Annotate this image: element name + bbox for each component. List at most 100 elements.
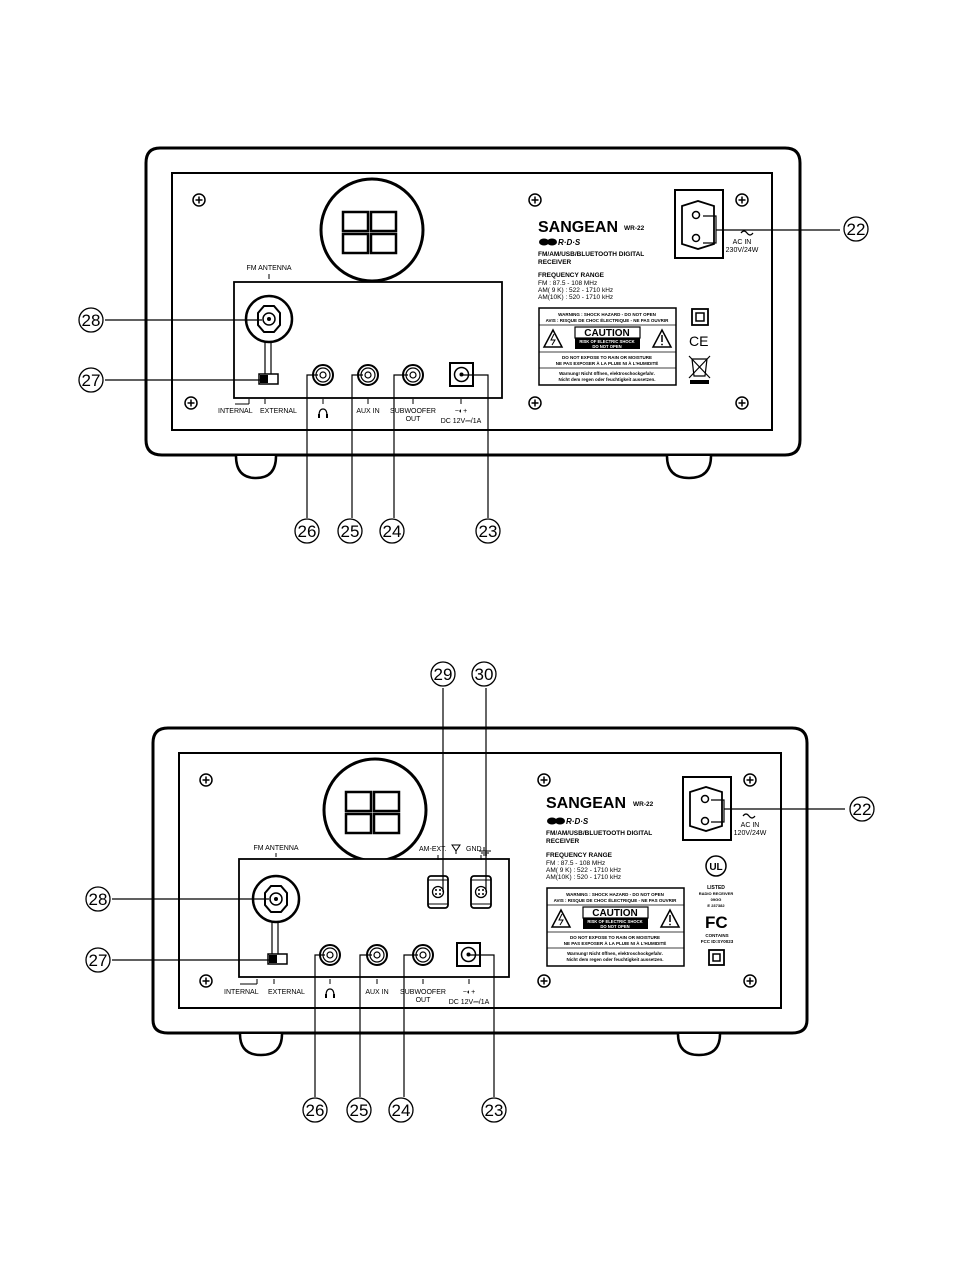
svg-text:CAUTION: CAUTION — [584, 328, 630, 339]
am-ext-label: AM-EXT. — [419, 846, 447, 853]
dc-rating-label: DC 12V⎓/1A — [449, 999, 490, 1006]
svg-text:WARNING : SHOCK HAZARD - DO NO: WARNING : SHOCK HAZARD - DO NOT OPEN — [558, 312, 656, 317]
svg-text:30: 30 — [475, 665, 494, 684]
fm-antenna-connector[interactable] — [244, 294, 294, 344]
diagram-bottom: FM ANTENNA INTERNAL EXTERNAL AM-EXT. GND — [85, 661, 875, 1123]
screw-icon — [199, 974, 213, 988]
lightning-warning-icon — [542, 328, 564, 348]
rds-logo: R·D·S — [547, 817, 589, 826]
freq-fm: FM : 87.5 - 108 MHz — [546, 860, 605, 867]
svg-text:28: 28 — [89, 890, 108, 909]
ac-inlet[interactable] — [674, 189, 724, 259]
internal-external-switch[interactable] — [267, 953, 288, 965]
warning-label: WARNING : SHOCK HAZARD - DO NOT OPEN AVI… — [538, 307, 677, 386]
dc-rating-label: DC 12V⎓/1A — [441, 418, 482, 425]
foot-right — [665, 455, 713, 480]
brand-logo: SANGEAN — [538, 219, 618, 236]
callout-27: 27 — [78, 367, 104, 393]
svg-text:AVIS : RISQUE DE CHOC ÉLECTRIQ: AVIS : RISQUE DE CHOC ÉLECTRIQUE - NE PA… — [554, 896, 678, 903]
screw-icon — [735, 396, 749, 410]
svg-text:25: 25 — [350, 1101, 369, 1120]
freq-am10: AM(10K) : 520 - 1710 kHz — [546, 874, 621, 881]
ac-in-label: AC IN — [733, 239, 752, 246]
lightning-warning-icon — [550, 908, 572, 928]
svg-text:LISTED: LISTED — [707, 885, 725, 891]
screw-icon — [537, 974, 551, 988]
callout-22: 22 — [843, 216, 869, 242]
leader-lines — [112, 688, 845, 1097]
svg-text:24: 24 — [383, 522, 402, 541]
foot-left — [238, 1033, 284, 1057]
bass-port — [319, 177, 425, 283]
svg-text:Warnung! Nicht öffnen, elektro: Warnung! Nicht öffnen, elektroschockgefa… — [559, 371, 655, 376]
svg-text:R·D·S: R·D·S — [566, 817, 589, 826]
freq-am9: AM( 9 K) : 522 - 1710 kHz — [546, 867, 621, 874]
svg-text:22: 22 — [847, 220, 866, 239]
aux-in-label: AUX IN — [365, 989, 388, 996]
svg-text:23: 23 — [485, 1101, 504, 1120]
screw-icon — [735, 193, 749, 207]
svg-text:CAUTION: CAUTION — [592, 908, 638, 919]
screw-icon — [528, 193, 542, 207]
subwoofer-out-label: OUT — [416, 997, 432, 1004]
dc-polarity-icon: −◐+ — [463, 989, 475, 996]
callout-29: 29 — [430, 661, 456, 687]
frequency-range-title: FREQUENCY RANGE — [538, 272, 605, 279]
switch-label-external: EXTERNAL — [268, 989, 305, 996]
svg-text:R·D·S: R·D·S — [558, 238, 581, 247]
svg-text:27: 27 — [82, 371, 101, 390]
callout-25: 25 — [337, 518, 363, 544]
foot-left — [234, 455, 278, 480]
screw-icon — [743, 773, 757, 787]
product-line-1: FM/AM/USB/BLUETOOTH DIGITAL — [538, 251, 644, 258]
svg-text:DO NOT OPEN: DO NOT OPEN — [592, 344, 621, 349]
fcc-contains: CONTAINS — [705, 933, 728, 938]
svg-text:RISK OF ELECTRIC SHOCK: RISK OF ELECTRIC SHOCK — [587, 919, 642, 924]
product-line-2: RECEIVER — [538, 259, 572, 266]
svg-text:RADIO RECEIVER: RADIO RECEIVER — [699, 891, 734, 896]
double-insulation-icon — [691, 308, 709, 326]
callout-30: 30 — [471, 661, 497, 687]
rds-logo: R·D·S — [539, 238, 581, 247]
product-line-1: FM/AM/USB/BLUETOOTH DIGITAL — [546, 830, 652, 837]
diagram-top: FM ANTENNA INTERNAL EXTERNAL — [78, 146, 869, 544]
fm-antenna-connector[interactable] — [251, 874, 301, 924]
screw-icon — [528, 396, 542, 410]
subwoofer-label: SUBWOOFER — [390, 408, 436, 415]
svg-text:29: 29 — [434, 665, 453, 684]
bass-port — [322, 757, 428, 863]
brand-logo: SANGEAN — [546, 795, 626, 812]
switch-label-internal: INTERNAL — [224, 989, 259, 996]
leader-lines — [105, 215, 840, 518]
am-ext-terminal[interactable] — [427, 875, 449, 909]
svg-text:27: 27 — [89, 951, 108, 970]
svg-text:26: 26 — [298, 522, 317, 541]
callout-26: 26 — [294, 518, 320, 544]
ground-icon — [479, 847, 491, 856]
fcc-logo: FC — [705, 913, 728, 932]
callout-23: 23 — [481, 1097, 507, 1123]
svg-text:26: 26 — [306, 1101, 325, 1120]
antenna-icon — [451, 844, 461, 854]
svg-text:25: 25 — [341, 522, 360, 541]
switch-label-internal: INTERNAL — [218, 408, 253, 415]
svg-text:E 237382: E 237382 — [707, 903, 725, 908]
svg-text:28: 28 — [82, 311, 101, 330]
weee-bin-icon — [688, 355, 711, 384]
subwoofer-out-label: OUT — [406, 416, 422, 423]
dc-in-jack[interactable] — [456, 942, 481, 967]
model-label: WR-22 — [624, 225, 645, 232]
dc-polarity-icon: −◐+ — [455, 408, 467, 415]
frequency-range-title: FREQUENCY RANGE — [546, 852, 613, 859]
svg-text:DO NOT EXPOSE TO RAIN OR MOIST: DO NOT EXPOSE TO RAIN OR MOISTURE — [570, 935, 660, 940]
svg-text:Nicht dem regen oder feuchtigk: Nicht dem regen oder feuchtigkeit ausset… — [558, 377, 655, 382]
callout-27: 27 — [85, 947, 111, 973]
gnd-label: GND — [466, 846, 482, 853]
gnd-terminal[interactable] — [470, 875, 492, 909]
ac-in-label: AC IN — [741, 822, 760, 829]
internal-external-switch[interactable] — [258, 373, 279, 385]
svg-text:22: 22 — [853, 800, 872, 819]
warning-label: WARNING : SHOCK HAZARD - DO NOT OPEN AVI… — [546, 887, 685, 967]
svg-text:NE PAS EXPOSER À LA PLUIE NI À: NE PAS EXPOSER À LA PLUIE NI À L'HUMIDIT… — [556, 359, 659, 366]
